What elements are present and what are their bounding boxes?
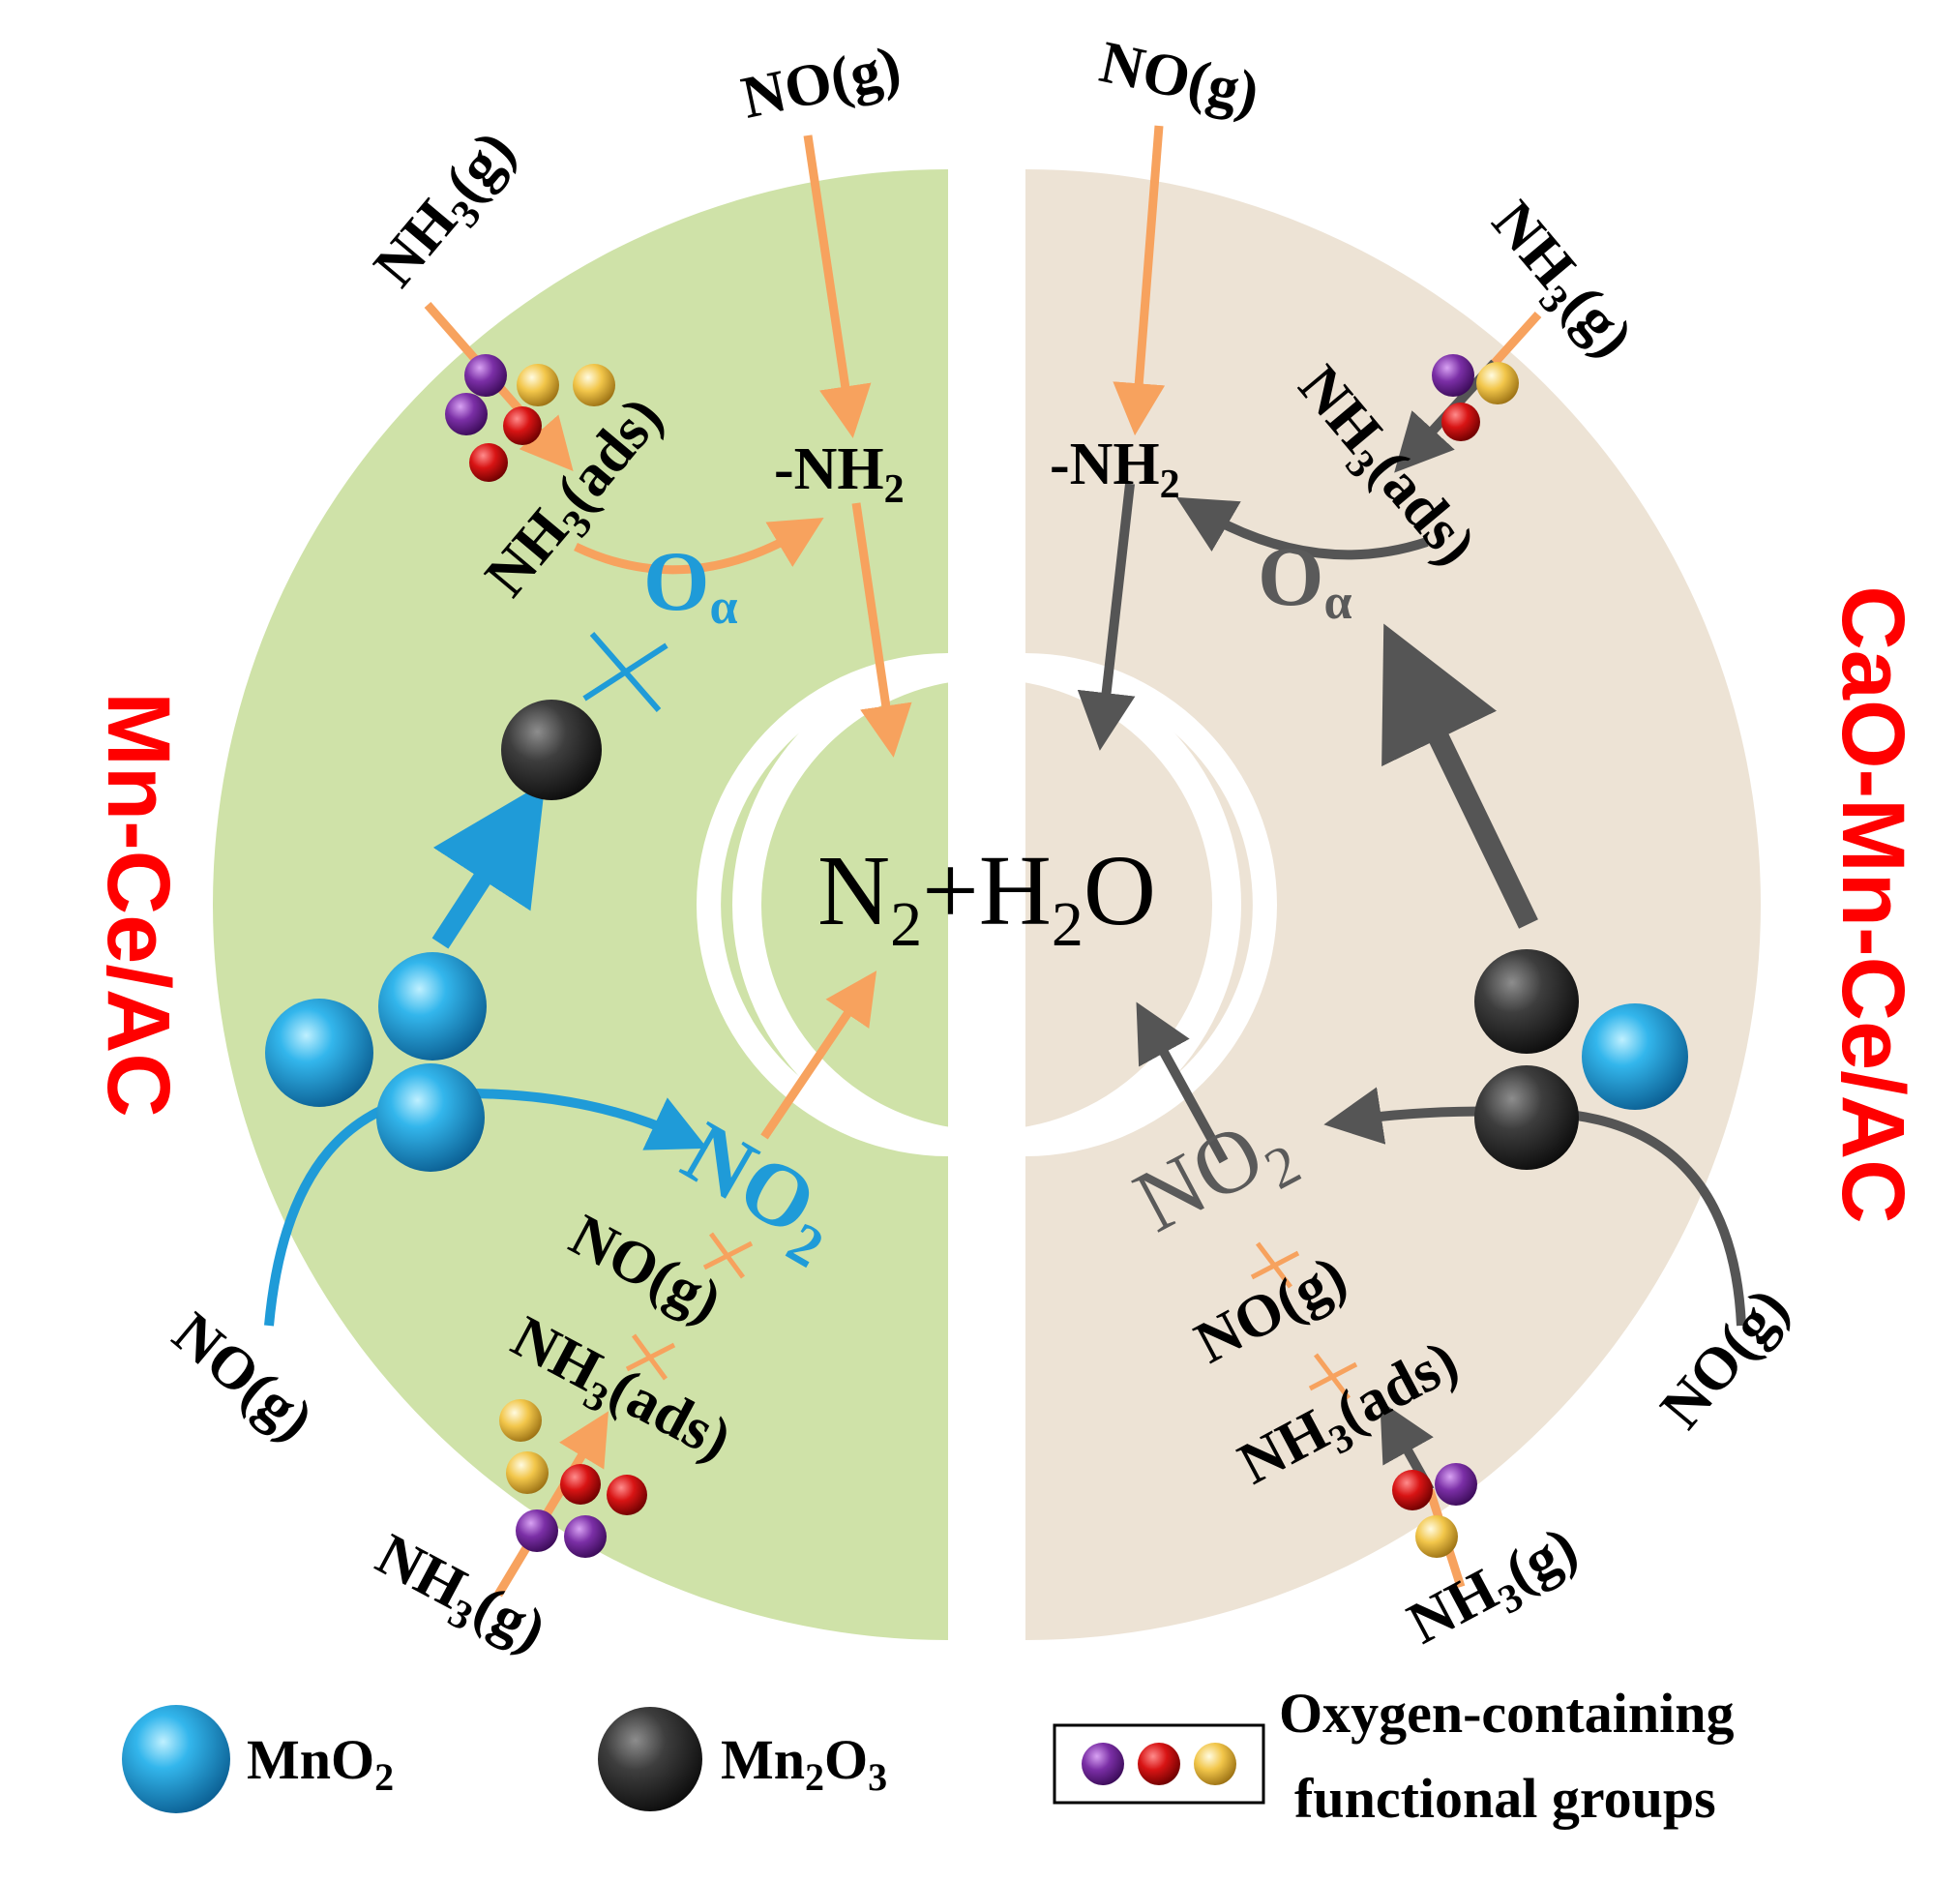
left-nh3g-top-label: NH3(g) [362,119,536,306]
left-title: Mn-Ce/AC [89,692,188,1118]
right-nh2-label: -NH2 [1050,432,1180,507]
legend-ofg-line2: functional groups [1294,1767,1716,1830]
right-top-functional-groups [1432,354,1519,441]
mno2-sphere [265,999,373,1107]
purple-group [516,1509,558,1552]
purple-group [1432,354,1474,397]
arrow-right-nh3g-top [1491,311,1542,367]
yellow-group [499,1399,542,1442]
left-orange-crosses [625,1232,754,1381]
purple-group [445,393,488,435]
red-group [503,406,542,445]
legend-ofg-line1: Oxygen-containing [1279,1682,1735,1745]
left-no-bottom-label: NO(g) [161,1300,325,1453]
right-orange-crosses [1250,1241,1358,1400]
right-title: CaO-Mn-Ce/AC [1824,585,1922,1223]
right-o-alpha-label: Oα [1258,530,1351,630]
arrow-left-nh2-to-center [851,502,912,758]
mn2o3-sphere [501,700,602,800]
left-nh2-label: -NH2 [774,436,905,512]
arrow-right-mn2o3-to-oalpha [1381,623,1538,929]
legend-mno2-sphere [122,1705,230,1813]
mno2-sphere [376,1063,485,1172]
red-group [560,1464,601,1505]
legend: MnO2 Mn2O3 Oxygen-containing functional … [122,1682,1735,1830]
left-bottom-functional-groups [499,1399,647,1558]
legend-purple-group [1082,1743,1124,1785]
right-bottom-functional-groups [1392,1463,1477,1558]
arrow-right-no2-to-center [1136,1001,1229,1164]
mn2o3-sphere [1474,1065,1579,1170]
yellow-group [1415,1515,1458,1558]
red-group [469,443,508,482]
white-ring [732,650,1241,1159]
yellow-group [506,1451,549,1494]
yellow-group [517,364,559,406]
arrow-left-no2-to-center [760,971,877,1140]
left-o-alpha-cross [582,632,668,712]
left-o-alpha-label: Oα [643,535,737,635]
purple-group [564,1515,607,1558]
mno2-sphere [378,952,487,1060]
red-group [607,1475,647,1515]
yellow-group [1476,362,1519,404]
arrow-left-mno2-to-mn2o3 [431,782,546,949]
arrow-left-no-to-nh2 [803,134,872,438]
arrow-right-no-to-nh2 [1113,125,1166,436]
yellow-group [573,364,615,406]
arrow-right-ads-to-nh2 [1175,496,1429,560]
legend-mn2o3-label: Mn2O3 [721,1728,887,1799]
right-no-right-label: NO(g) [1648,1276,1801,1441]
legend-yellow-group [1194,1743,1236,1785]
arrow-right-nh2-to-center [1077,483,1136,751]
purple-group [1435,1463,1477,1506]
left-top-functional-groups [445,354,615,482]
legend-mno2-label: MnO2 [247,1728,394,1799]
red-group [1441,403,1480,441]
purple-group [464,354,507,397]
mn2o3-sphere [1474,949,1579,1054]
center-product: N2+H2O [817,835,1156,960]
left-no-top-label: NO(g) [736,34,906,132]
mno2-sphere [1582,1003,1688,1110]
legend-red-group [1138,1743,1180,1785]
legend-mn2o3-sphere [598,1707,702,1811]
arrow-left-ads-to-nh2 [574,518,824,575]
left-half-ring [213,169,948,1640]
right-no-top-label: NO(g) [1094,29,1264,127]
red-group [1392,1470,1433,1510]
